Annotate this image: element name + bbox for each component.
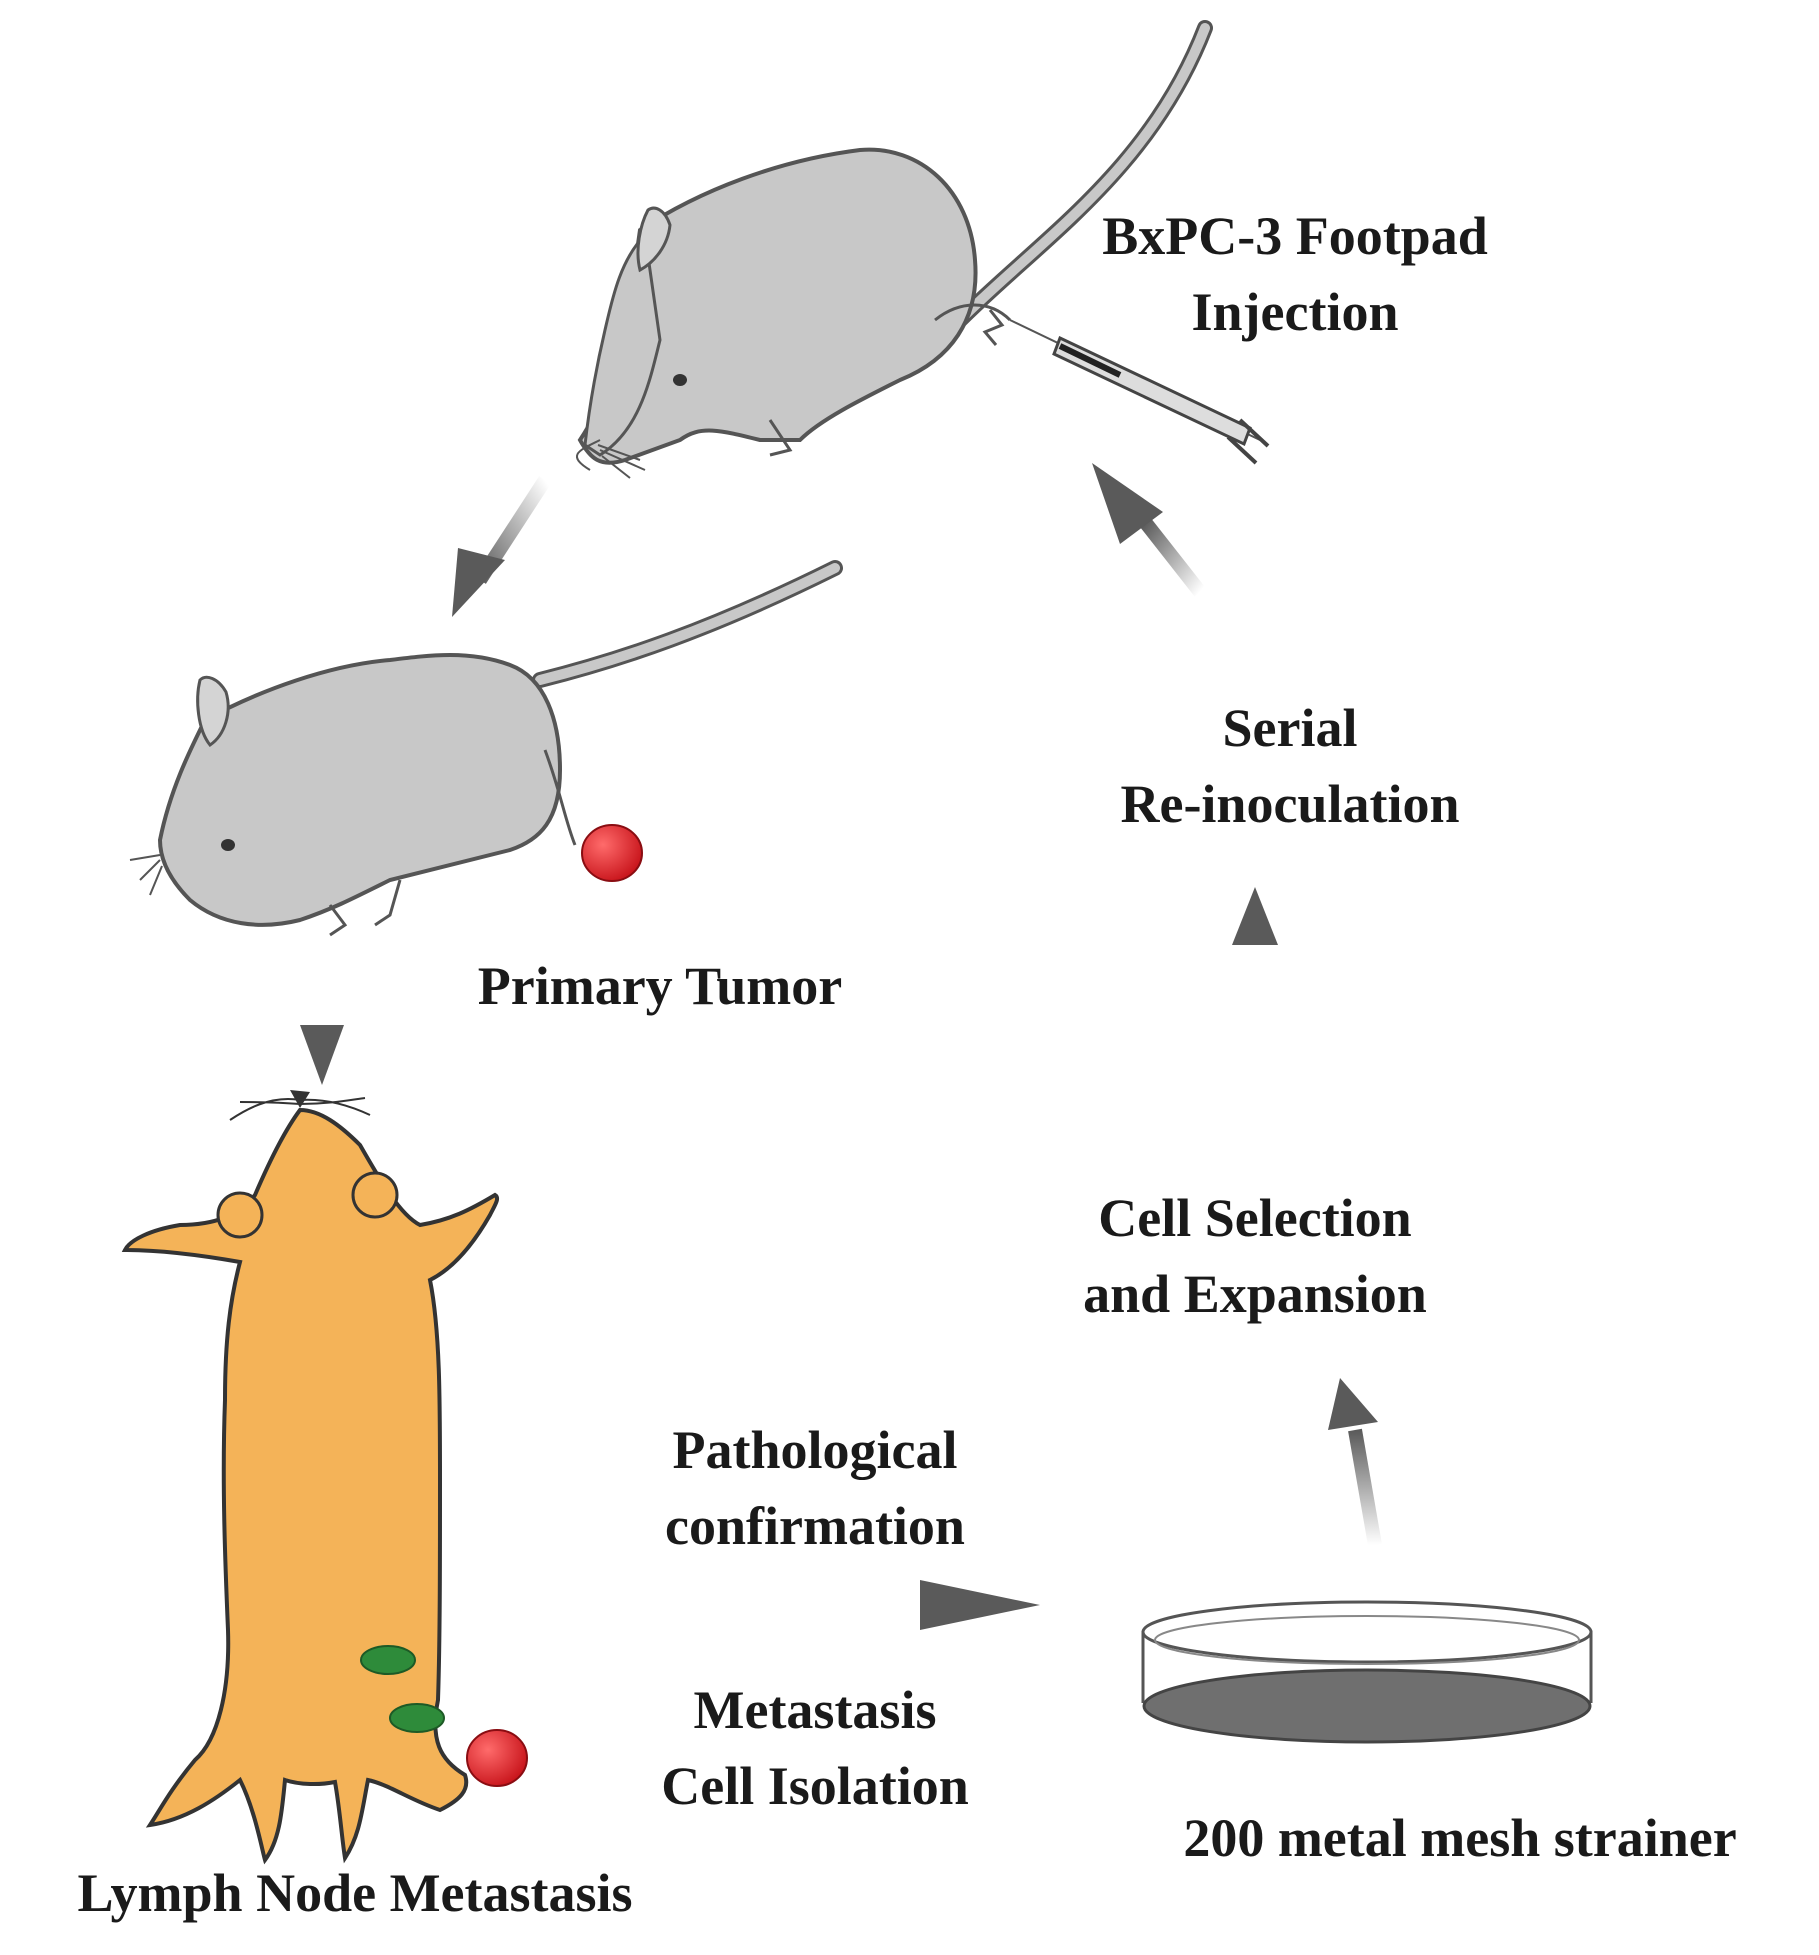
arrow-to-primary-tumor — [452, 476, 551, 617]
arrow-to-selection — [1328, 1378, 1382, 1547]
arrow-to-injection — [1092, 463, 1206, 597]
primary-tumor-label: Primary Tumor — [477, 956, 843, 1016]
primary-tumor-mouse-illustration — [129, 560, 843, 937]
strainer-label: 200 metal mesh strainer — [1183, 1808, 1737, 1868]
syringe-icon — [1009, 319, 1270, 465]
pathological-confirmation-label: Pathological confirmation — [665, 1420, 965, 1556]
injected-mouse-illustration — [576, 20, 1270, 479]
strainer-dish-illustration — [1141, 1600, 1593, 1744]
primary-tumor-marker — [581, 824, 643, 882]
arrow-to-reinoculation — [1232, 887, 1278, 1055]
reinoculation-label: Serial Re-inoculation — [1120, 698, 1460, 834]
lymph-node-metastasis-label: Lymph Node Metastasis — [77, 1863, 633, 1923]
lymph-node-mouse-illustration — [121, 1090, 528, 1865]
arrow-to-lymph-node — [300, 935, 344, 1085]
cell-selection-label: Cell Selection and Expansion — [1083, 1188, 1427, 1324]
metastasis-node-upper — [360, 1645, 416, 1675]
footpad-tumor-marker — [466, 1729, 528, 1787]
metastasis-node-lower — [389, 1703, 445, 1733]
injection-label: BxPC-3 Footpad Injection — [1102, 206, 1488, 342]
arrow-to-strainer — [705, 1580, 1040, 1630]
cell-isolation-label: Metastasis Cell Isolation — [661, 1680, 969, 1816]
